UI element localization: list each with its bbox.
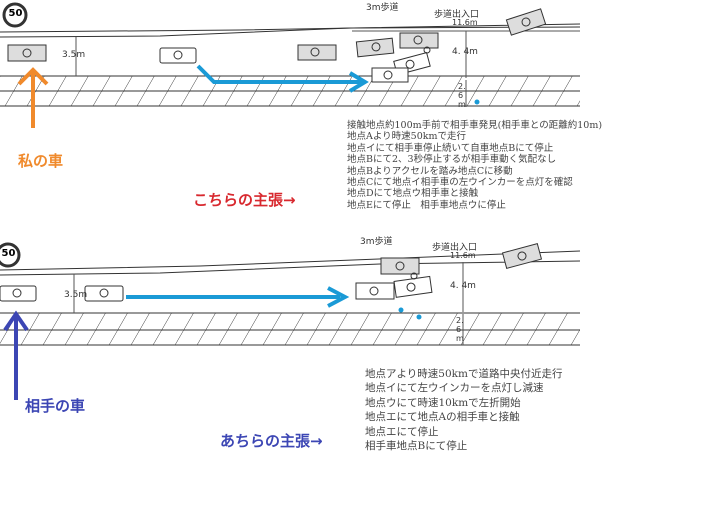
our-claim-label: こちらの主張→ xyxy=(193,191,296,209)
speed-sign-text: 50 xyxy=(1,248,16,259)
sidewalk-label: 3m歩道 xyxy=(366,3,399,13)
distance-label: 4. 4m xyxy=(452,47,478,57)
car-A xyxy=(7,44,47,62)
note-line: 地点アより時速50kmで道路中央付近走行 xyxy=(365,368,563,380)
note-line: 地点Eにて停止 相手車地点ウに停止 xyxy=(347,199,506,211)
their-claim-notes: 地点アより時速50kmで道路中央付近走行 地点イにて左ウインカーを点灯し減速 地… xyxy=(365,367,562,453)
sidewalk-entrance-label: 歩道出入口 xyxy=(432,243,478,253)
note-line: 接触地点約100m手前で相手車発見(相手車との距離約10m) xyxy=(347,120,603,131)
lane-width-label: 3.5m xyxy=(62,50,86,60)
shoulder-label: 2. 6 m xyxy=(458,82,466,109)
their-claim-label: あちらの主張→ xyxy=(220,432,323,450)
note-line: 地点Dにて地点ウ相手車と接触 xyxy=(347,188,479,200)
speed-sign xyxy=(0,242,21,268)
note-line: 地点イにて左ウインカーを点灯し減速 xyxy=(365,382,544,395)
entrance-width-label: 11.6m xyxy=(452,18,478,27)
sidewalk-label: 3m歩道 xyxy=(360,237,393,247)
note-line: 地点イにて相手車停止続いて自車地点Bにて停止 xyxy=(347,142,554,154)
shoulder-label: 2. 6 m xyxy=(456,316,464,343)
note-line: 地点Bにて2、3秒停止するが相手車動く気配なし xyxy=(347,154,557,166)
entrance-width-label: 11.6m xyxy=(450,251,476,260)
sidewalk-entrance-label: 歩道出入口 xyxy=(434,10,480,20)
bottom-road xyxy=(0,242,581,400)
my-car-label: 私の車 xyxy=(18,152,64,170)
speed-sign-text: 50 xyxy=(8,8,23,19)
speed-sign xyxy=(2,2,28,28)
other-car-1 xyxy=(297,44,337,61)
note-line: 地点エにて地点Aの相手車と接触 xyxy=(365,411,520,424)
our-claim-notes: 接触地点約100m手前で相手車発見(相手車との距離約10m) 地点Aより時速50… xyxy=(347,120,602,211)
note-line: 相手車地点Bにて停止 xyxy=(365,440,468,453)
note-line: 地点ウにて時速10kmで左折開始 xyxy=(365,396,521,409)
note-line: 地点エにて停止 xyxy=(365,425,439,438)
lane-width-label: 3.5m xyxy=(64,290,88,300)
note-line: 地点Cにて地点イ相手車の左ウインカーを点灯を確認 xyxy=(347,177,573,189)
distance-label: 4. 4m xyxy=(450,281,476,291)
note-line: 地点Bよりアクセルを踏み地点Cに移動 xyxy=(347,165,513,177)
car-B xyxy=(159,47,197,64)
note-line: 地点Aより時速50kmで走行 xyxy=(347,131,467,143)
other-car-label: 相手の車 xyxy=(25,397,86,415)
top-road xyxy=(0,2,581,128)
path-arrow xyxy=(196,64,362,84)
